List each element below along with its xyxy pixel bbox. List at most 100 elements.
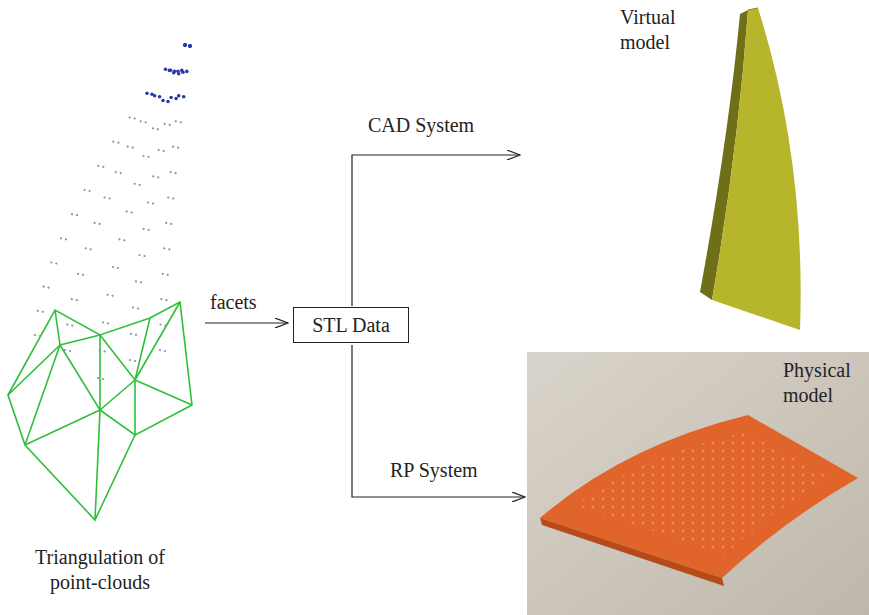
cloud-point <box>167 274 169 276</box>
cloud-point <box>42 286 44 288</box>
cloud-point <box>71 325 73 327</box>
cloud-point <box>115 171 117 173</box>
cloud-point <box>180 69 184 73</box>
cloud-point <box>174 97 178 101</box>
cloud-point <box>159 324 161 326</box>
cloud-point <box>126 210 128 212</box>
physical-model-photo <box>527 352 869 615</box>
cloud-point <box>170 223 172 225</box>
cloud-point <box>112 141 114 143</box>
cloud-point <box>183 43 187 47</box>
cloud-point <box>138 254 140 256</box>
cloud-point <box>111 295 113 297</box>
cloud-point <box>163 247 165 249</box>
cloud-point <box>88 190 90 192</box>
cloud-point <box>143 255 145 257</box>
cloud-point <box>142 155 144 157</box>
cloud-point <box>69 350 71 352</box>
cloud-point <box>135 334 137 336</box>
cloud-point <box>71 213 73 215</box>
cloud-point <box>97 165 99 167</box>
cloud-point <box>34 334 36 336</box>
cloud-point <box>164 123 166 125</box>
cloud-point <box>168 69 172 73</box>
cloud-point <box>183 43 187 47</box>
cloud-point <box>64 349 66 351</box>
cloud-point <box>99 349 101 351</box>
cloud-point <box>169 124 171 126</box>
cloud-point <box>188 44 192 48</box>
cloud-point <box>167 196 169 198</box>
cloud-point <box>90 248 92 250</box>
cloud-point <box>117 267 119 269</box>
cloud-point <box>162 273 164 275</box>
cloud-point <box>163 150 165 152</box>
cloud-point <box>169 96 173 100</box>
cloud-point <box>152 175 154 177</box>
cloud-point <box>182 95 186 99</box>
cloud-point <box>117 142 119 144</box>
cloud-point <box>166 100 170 104</box>
cloud-point <box>97 377 99 379</box>
cloud-point <box>180 121 182 123</box>
process-box: STL Data <box>293 307 409 343</box>
cloud-point <box>157 176 159 178</box>
cloud-point <box>183 43 187 47</box>
cloud-point <box>158 149 160 151</box>
cloud-point <box>112 266 114 268</box>
cloud-point <box>168 248 170 250</box>
cloud-point <box>106 294 108 296</box>
cloud-point <box>76 299 78 301</box>
cloud-point <box>102 321 104 323</box>
cloud-point <box>134 117 136 119</box>
cloud-point <box>104 196 106 198</box>
cloud-point <box>143 228 145 230</box>
cloud-point <box>131 211 133 213</box>
cloud-point <box>148 229 150 231</box>
diagram-label: facets <box>210 290 290 315</box>
cloud-point <box>65 238 67 240</box>
cloud-point <box>152 127 154 129</box>
cloud-point <box>99 223 101 225</box>
diagram-label: CAD System <box>368 113 498 138</box>
cloud-point <box>188 44 192 48</box>
diagram-label: RP System <box>390 458 510 483</box>
cloud-point <box>159 349 161 351</box>
cloud-point <box>160 298 162 300</box>
cloud-point <box>66 324 68 326</box>
cloud-point <box>188 44 192 48</box>
cloud-point <box>123 239 125 241</box>
cloud-point <box>118 238 120 240</box>
cloud-point <box>37 310 39 312</box>
cloud-point <box>39 335 41 337</box>
cloud-point <box>47 287 49 289</box>
cloud-point <box>139 184 141 186</box>
cloud-point <box>134 183 136 185</box>
point-cloud <box>34 43 192 380</box>
cloud-point <box>42 311 44 313</box>
cloud-point <box>102 166 104 168</box>
cloud-point <box>55 262 57 264</box>
cloud-point <box>71 298 73 300</box>
diagram-label: Physical model <box>783 358 863 408</box>
cloud-point <box>147 156 149 158</box>
cloud-point <box>147 201 149 203</box>
cloud-point <box>85 247 87 249</box>
diagram-label: Virtual model <box>620 5 695 55</box>
cloud-point <box>94 222 96 224</box>
cloud-point <box>137 307 139 309</box>
cloud-point <box>145 92 149 96</box>
cloud-point <box>188 44 192 48</box>
cloud-point <box>172 146 174 148</box>
cloud-point <box>153 94 157 98</box>
cloud-point <box>50 261 52 263</box>
cloud-point <box>83 189 85 191</box>
cloud-point <box>177 94 181 98</box>
cloud-point <box>132 147 134 149</box>
cloud-point <box>132 306 134 308</box>
cloud-point <box>175 172 177 174</box>
cloud-point <box>164 350 166 352</box>
cloud-point <box>164 67 168 71</box>
cloud-point <box>183 43 187 47</box>
cloud-point <box>130 333 132 335</box>
